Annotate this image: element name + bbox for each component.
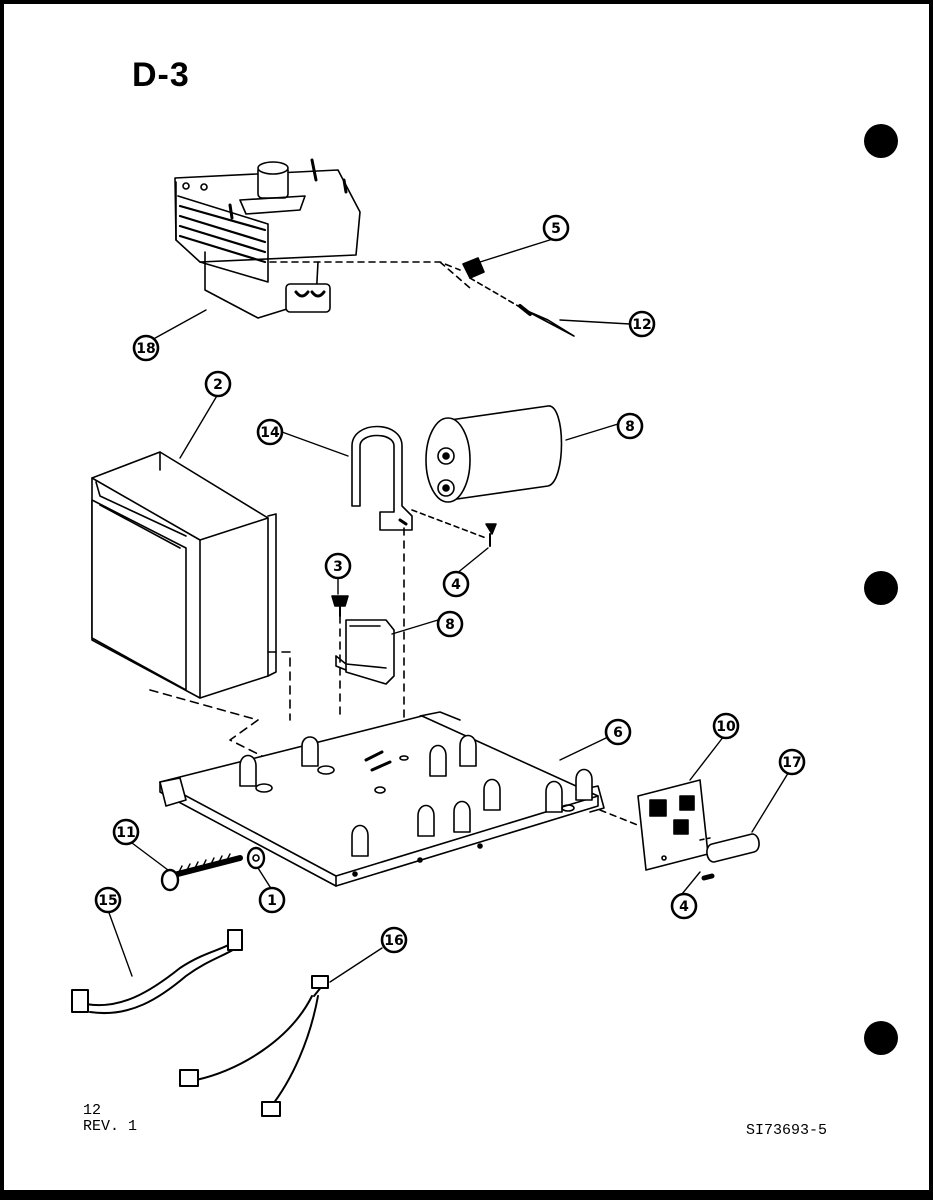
callout-label: 8 bbox=[625, 419, 635, 435]
callout-circle bbox=[324, 552, 352, 580]
wire-harness-15-drawing bbox=[71, 929, 243, 1015]
callout-circle bbox=[712, 712, 740, 740]
callout-circle bbox=[112, 818, 140, 846]
callout-label: 15 bbox=[98, 893, 117, 909]
callout-circle bbox=[628, 310, 656, 338]
callout-circle bbox=[258, 886, 286, 914]
callout-c12: 12 bbox=[628, 310, 656, 338]
callout-label: 14 bbox=[260, 425, 280, 441]
diode-block-drawing bbox=[335, 619, 395, 685]
callout-label: 17 bbox=[782, 755, 801, 771]
callout-label: 18 bbox=[136, 341, 155, 357]
callout-c3: 3 bbox=[324, 552, 352, 580]
callout-c11: 11 bbox=[112, 818, 140, 846]
callout-circle bbox=[670, 892, 698, 920]
callout-c6: 6 bbox=[604, 718, 632, 746]
page-number: 12 bbox=[83, 1102, 102, 1119]
callout-circle bbox=[380, 926, 408, 954]
callout-label: 6 bbox=[613, 725, 623, 741]
capacitor-bracket-drawing bbox=[351, 425, 413, 531]
callout-c2: 2 bbox=[204, 370, 232, 398]
callout-circle bbox=[132, 334, 160, 362]
sheet-title: D-3 bbox=[132, 56, 190, 94]
fuse-drawing bbox=[706, 833, 760, 863]
callout-circle bbox=[604, 718, 632, 746]
wire-harness-16-drawing bbox=[179, 975, 329, 1117]
callout-c8b: 8 bbox=[436, 610, 464, 638]
callout-c8a: 8 bbox=[616, 412, 644, 440]
magnetron-drawing bbox=[174, 158, 361, 319]
callout-label: 11 bbox=[116, 825, 135, 841]
screw-and-washer-drawing bbox=[160, 846, 266, 892]
callout-circle bbox=[256, 418, 284, 446]
callout-label: 4 bbox=[679, 899, 689, 915]
callout-circle bbox=[94, 886, 122, 914]
callout-circle bbox=[436, 610, 464, 638]
callout-c1: 1 bbox=[258, 886, 286, 914]
callout-circle bbox=[442, 570, 470, 598]
callout-c10: 10 bbox=[712, 712, 740, 740]
binder-hole-bottom bbox=[864, 1021, 898, 1055]
callout-c15: 15 bbox=[94, 886, 122, 914]
callout-label: 12 bbox=[632, 317, 651, 333]
callout-label: 3 bbox=[333, 559, 343, 575]
callout-circle bbox=[616, 412, 644, 440]
transformer-drawing bbox=[91, 451, 277, 699]
callout-label: 1 bbox=[267, 893, 277, 909]
callout-c4b: 4 bbox=[670, 892, 698, 920]
callout-label: 5 bbox=[551, 221, 561, 237]
callout-label: 10 bbox=[716, 719, 736, 735]
base-plate-drawing bbox=[159, 711, 605, 887]
callout-label: 4 bbox=[451, 577, 461, 593]
callout-circle bbox=[778, 748, 806, 776]
callout-c14: 14 bbox=[256, 418, 284, 446]
callout-c18: 18 bbox=[132, 334, 160, 362]
callout-label: 16 bbox=[384, 933, 403, 949]
fuse-holder-drawing bbox=[637, 779, 709, 871]
callout-c17: 17 bbox=[778, 748, 806, 776]
callout-c5: 5 bbox=[542, 214, 570, 242]
callout-c16: 16 bbox=[380, 926, 408, 954]
capacitor-drawing bbox=[425, 405, 563, 503]
binder-hole-middle bbox=[864, 571, 898, 605]
binder-hole-top bbox=[864, 124, 898, 158]
callout-label: 2 bbox=[213, 377, 223, 393]
revision-label: REV. 1 bbox=[83, 1118, 138, 1135]
callout-c4a: 4 bbox=[442, 570, 470, 598]
callout-label: 8 bbox=[445, 617, 455, 633]
drawing-number: SI73693-5 bbox=[746, 1122, 828, 1139]
callout-circle bbox=[204, 370, 232, 398]
callout-circle bbox=[542, 214, 570, 242]
